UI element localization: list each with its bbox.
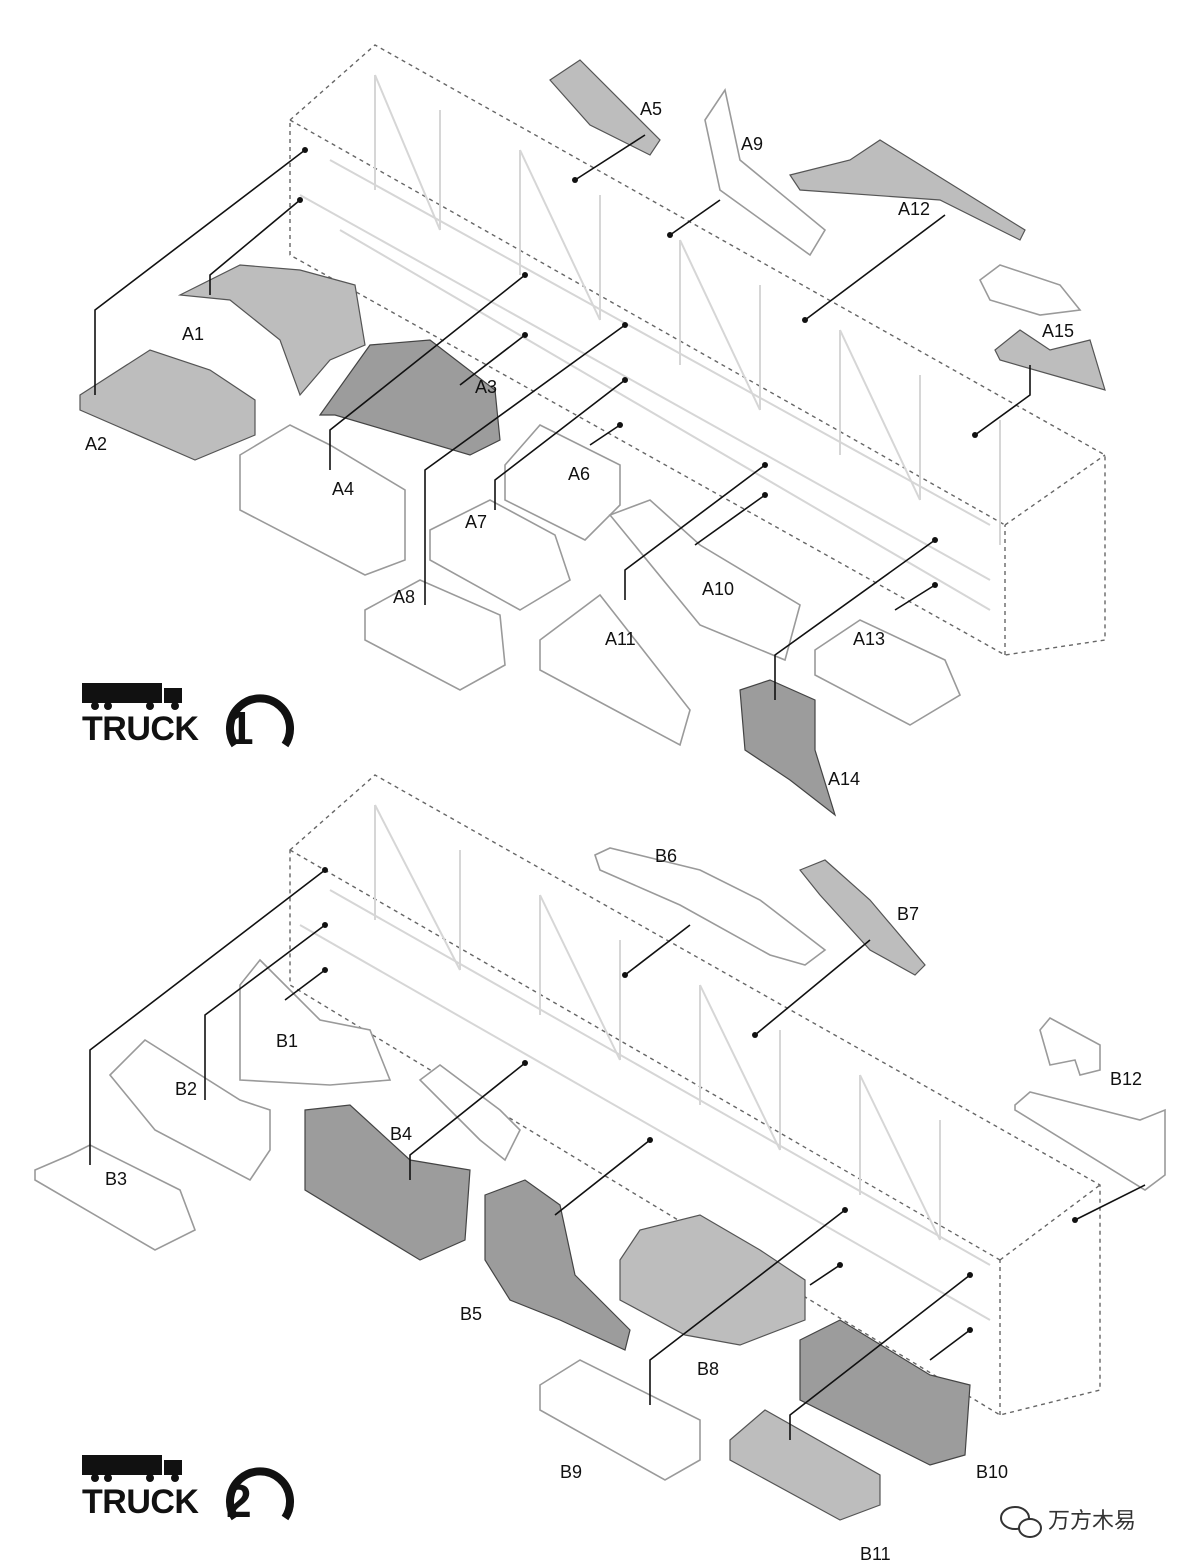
label-b12: B12 (1110, 1069, 1142, 1089)
part-b12-shelf (1014, 1091, 1166, 1191)
label-a5: A5 (640, 99, 662, 119)
part-a11 (539, 593, 691, 747)
wechat-icon (1000, 1506, 1042, 1538)
label-a8: A8 (393, 587, 415, 607)
label-b2: B2 (175, 1079, 197, 1099)
truck-icon (82, 683, 182, 710)
part-b11 (729, 1409, 881, 1521)
part-a2 (79, 349, 256, 461)
label-b5: B5 (460, 1304, 482, 1324)
label-a4: A4 (332, 479, 354, 499)
label-a13: A13 (853, 629, 885, 649)
label-a10: A10 (702, 579, 734, 599)
part-b1 (239, 958, 392, 1086)
part-a1 (177, 264, 366, 397)
truck1-group: A1 A2 A3 A4 A5 A6 A7 A8 A9 A10 A11 A12 A… (79, 44, 1106, 817)
label-a9: A9 (741, 134, 763, 154)
label-b8: B8 (697, 1359, 719, 1379)
label-a15: A15 (1042, 321, 1074, 341)
label-b3: B3 (105, 1169, 127, 1189)
truck1-frame (299, 74, 1001, 611)
part-a8 (364, 579, 506, 691)
truck2-frame (299, 804, 991, 1321)
label-a1: A1 (182, 324, 204, 344)
part-b7 (799, 859, 926, 976)
label-a11: A11 (605, 629, 636, 649)
label-b7: B7 (897, 904, 919, 924)
truck-icon (82, 1455, 182, 1482)
label-a7: A7 (465, 512, 487, 532)
part-a7 (429, 499, 571, 611)
truck2-number: 2 (226, 1475, 252, 1527)
label-a3: A3 (475, 377, 497, 397)
label-b10: B10 (976, 1462, 1008, 1482)
watermark: 万方木易 (1000, 1506, 1136, 1538)
part-a10 (608, 499, 801, 662)
truck1-leaders (94, 134, 1031, 700)
truck2-parts (34, 847, 1166, 1521)
truck1-badge: TRUCK 1 (82, 683, 294, 754)
part-b5 (484, 1179, 631, 1351)
truck2-title: TRUCK (82, 1483, 199, 1521)
part-a9 (704, 87, 827, 257)
part-b3 (34, 1144, 197, 1251)
part-a13 (814, 619, 962, 726)
truck2-labels: B1 B2 B3 B4 B5 B6 B7 B8 B9 B10 B11 B12 (105, 846, 1142, 1564)
part-a6 (504, 424, 621, 541)
part-b12 (1039, 1016, 1101, 1076)
truck1-number: 1 (228, 702, 254, 754)
part-b9 (539, 1359, 701, 1481)
part-b4 (304, 1104, 471, 1261)
part-a14 (739, 679, 837, 817)
label-b11: B11 (860, 1544, 891, 1564)
part-a3 (318, 339, 501, 456)
part-a4 (239, 424, 406, 576)
label-b6: B6 (655, 846, 677, 866)
part-b10 (799, 1319, 971, 1466)
label-a6: A6 (568, 464, 590, 484)
truck2-container-outline (289, 774, 1101, 1416)
label-b4: B4 (390, 1124, 412, 1144)
part-a15 (994, 329, 1106, 391)
watermark-text: 万方木易 (1048, 1509, 1136, 1534)
label-b1: B1 (276, 1031, 298, 1051)
truck2-group: B1 B2 B3 B4 B5 B6 B7 B8 B9 B10 B11 B12 T… (34, 774, 1166, 1564)
truck2-leaders (89, 867, 1146, 1440)
truck1-title: TRUCK (82, 710, 199, 748)
part-b6 (594, 847, 827, 966)
truck2-badge: TRUCK 2 (82, 1455, 294, 1527)
label-a12: A12 (898, 199, 930, 219)
part-extra-hull (418, 1064, 521, 1162)
part-a5 (549, 59, 661, 156)
part-a15-top (978, 264, 1082, 316)
part-b2 (108, 1038, 271, 1182)
part-a12 (789, 139, 1026, 241)
label-a14: A14 (828, 769, 860, 789)
label-a2: A2 (85, 434, 107, 454)
truck1-container-outline (289, 44, 1106, 656)
truck1-labels: A1 A2 A3 A4 A5 A6 A7 A8 A9 A10 A11 A12 A… (85, 99, 1074, 789)
truck1-parts (79, 59, 1106, 817)
label-b9: B9 (560, 1462, 582, 1482)
part-b8 (619, 1214, 806, 1346)
